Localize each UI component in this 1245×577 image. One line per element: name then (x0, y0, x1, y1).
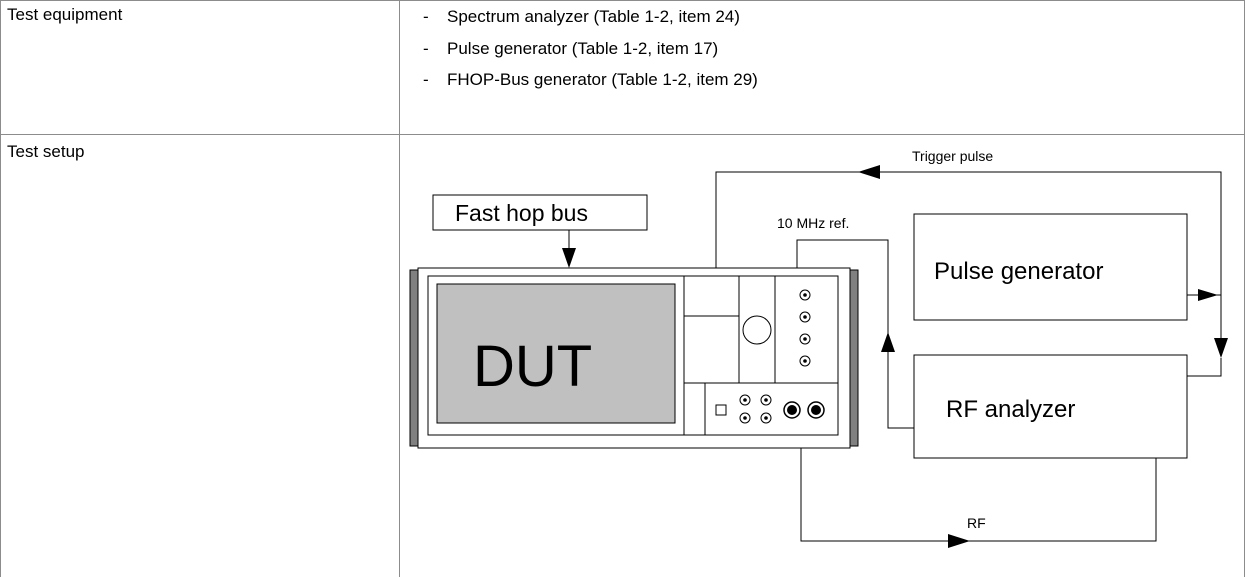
table-top-border (0, 0, 1245, 1)
test-equipment-label: Test equipment (7, 5, 123, 24)
pulse-generator-box (913, 213, 1188, 321)
rf-analyzer-trigger-line (1187, 358, 1222, 377)
dut-connectors-bottom (739, 394, 825, 424)
dut-rotary-knob (742, 315, 772, 345)
trigger-arrow-down (1214, 338, 1228, 358)
table-row-divider (0, 134, 1245, 135)
equipment-pulse-generator: Pulse generator (Table 1-2, item 17) (447, 39, 719, 58)
list-bullet: - (423, 39, 429, 58)
ref-arrow-up (881, 332, 895, 352)
equipment-spectrum-analyzer: Spectrum analyzer (Table 1-2, item 24) (447, 7, 740, 26)
rf-label: RF (967, 515, 986, 531)
ref-line (796, 239, 889, 360)
trigger-pulse-label: Trigger pulse (912, 148, 993, 164)
dut-screen (436, 283, 676, 424)
dut-left-handle (409, 269, 419, 447)
fast-hop-bus-arrow (562, 248, 576, 268)
dut-right-handle (849, 269, 859, 447)
list-bullet: - (423, 70, 429, 89)
table-column-divider (399, 0, 400, 577)
dut-label: DUT (473, 334, 592, 399)
rf-analyzer-label: RF analyzer (946, 396, 1075, 423)
list-bullet: - (423, 7, 429, 26)
equipment-fhop-bus-generator: FHOP-Bus generator (Table 1-2, item 29) (447, 70, 758, 89)
pulse-generator-label: Pulse generator (934, 258, 1103, 285)
rf-analyzer-box (913, 354, 1188, 459)
pulse-output-arrow (1198, 289, 1218, 301)
fast-hop-bus-box (432, 194, 648, 231)
ref-to-analyzer-line (887, 352, 914, 429)
rf-line (800, 446, 1157, 542)
test-setup-label: Test setup (7, 142, 85, 161)
dut-instrument: DUT (409, 267, 859, 449)
trigger-pulse-line (715, 171, 1222, 356)
fast-hop-bus-label: Fast hop bus (455, 200, 588, 226)
table-left-border (0, 0, 1, 577)
dut-power-switch (715, 404, 727, 416)
ref-label: 10 MHz ref. (777, 215, 849, 231)
rf-arrow-right (948, 534, 970, 548)
dut-connectors-right (799, 289, 811, 367)
trigger-arrow-left (858, 165, 880, 179)
